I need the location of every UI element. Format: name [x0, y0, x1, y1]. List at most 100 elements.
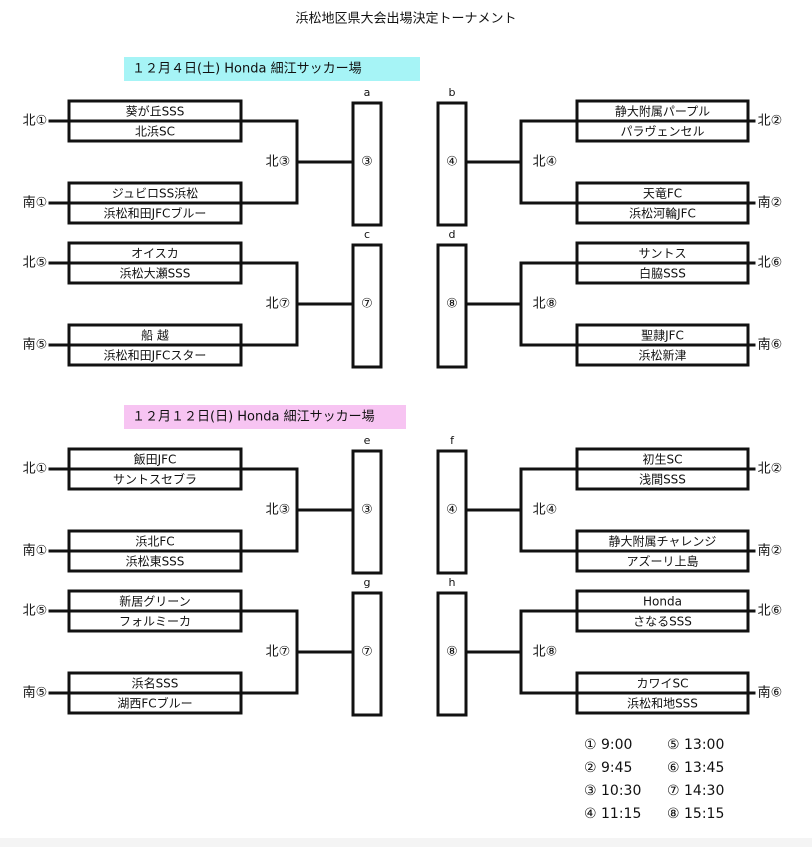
- semifinal-label: 北④: [533, 155, 558, 170]
- team-name: 浜名SSS: [132, 676, 179, 691]
- date-band: [124, 405, 406, 429]
- team-name: 新居グリーン: [119, 594, 190, 609]
- team-box: [575, 691, 750, 715]
- seed-label: 南①: [23, 543, 48, 559]
- match-box: [436, 449, 468, 575]
- seed-label: 南②: [758, 195, 783, 211]
- schedule-time: ③ 10:30: [584, 783, 641, 799]
- match-number: ⑧: [446, 645, 458, 660]
- team-name: 北浜SC: [135, 125, 175, 139]
- team-name: 初生SC: [643, 453, 683, 467]
- seed-label: 北②: [758, 114, 783, 129]
- match-letter: h: [449, 576, 456, 589]
- team-box: [67, 343, 243, 367]
- date-label: １２月１２日(日) Honda 細江サッカー場: [132, 410, 375, 425]
- semifinal-label: 北③: [266, 155, 291, 170]
- team-name: アズーリ上島: [626, 554, 698, 569]
- team-name: 浜松東SSS: [126, 555, 185, 569]
- match-number: ⑦: [361, 645, 373, 660]
- team-name: 浜松和地SSS: [627, 697, 698, 711]
- match-box: [436, 591, 468, 717]
- schedule-time: ① 9:00: [584, 737, 632, 753]
- team-box: [67, 549, 243, 573]
- team-name: Honda: [643, 595, 682, 609]
- semifinal-label: 北⑧: [533, 645, 558, 660]
- team-name: 浜北FC: [135, 535, 174, 549]
- team-box: [575, 467, 750, 491]
- team-box: [575, 261, 750, 285]
- seed-label: 北①: [23, 114, 48, 129]
- team-name: 飯田JFC: [134, 452, 177, 467]
- team-name: 浜松河輪JFC: [629, 206, 696, 221]
- seed-label: 南①: [23, 195, 48, 211]
- team-name: さなるSSS: [633, 615, 692, 629]
- match-letter: g: [364, 576, 371, 589]
- schedule-time: ⑧ 15:15: [667, 806, 724, 822]
- team-name: 浜松新津: [638, 348, 686, 363]
- match-number: ③: [361, 503, 373, 518]
- team-name: カワイSC: [637, 677, 689, 691]
- team-name: 天竜FC: [643, 187, 682, 201]
- team-box: [575, 119, 750, 143]
- seed-label: 南⑥: [758, 685, 783, 701]
- team-box: [67, 609, 243, 633]
- match-number: ⑦: [361, 297, 373, 312]
- team-name: サントス: [638, 247, 686, 261]
- team-name: パラヴェンセル: [620, 124, 704, 139]
- team-box: [575, 549, 750, 573]
- seed-label: 南⑤: [23, 685, 48, 701]
- semifinal-label: 北⑦: [266, 297, 291, 312]
- seed-label: 南⑥: [758, 337, 783, 353]
- team-name: ジュビロSS浜松: [112, 187, 198, 201]
- team-name: 浜松和田JFCブルー: [104, 206, 207, 221]
- semifinal-label: 北⑧: [533, 297, 558, 312]
- date-label: １２月４日(土) Honda 細江サッカー場: [132, 62, 362, 77]
- team-box: [575, 609, 750, 633]
- team-name: 白脇SSS: [639, 266, 686, 281]
- team-name: 静大附属チャレンジ: [609, 535, 717, 549]
- team-name: 静大附属パープル: [615, 105, 710, 119]
- seed-label: 北⑥: [758, 256, 783, 271]
- schedule-time: ④ 11:15: [584, 806, 641, 822]
- bottom-strip: [0, 838, 812, 847]
- team-name: 浜松大瀬SSS: [120, 267, 191, 281]
- match-box: [351, 591, 383, 717]
- team-name: 湖西FCブルー: [117, 696, 192, 711]
- match-letter: e: [364, 434, 371, 447]
- seed-label: 南②: [758, 543, 783, 559]
- match-number: ④: [446, 503, 458, 518]
- team-name: 浜松和田JFCスター: [104, 349, 207, 363]
- match-letter: a: [364, 86, 371, 99]
- team-name: 船 越: [141, 329, 169, 343]
- team-box: [575, 201, 750, 225]
- seed-label: 北⑤: [23, 256, 48, 271]
- team-name: 葵が丘SSS: [126, 104, 185, 119]
- schedule-time: ⑥ 13:45: [667, 760, 724, 776]
- semifinal-label: 北⑦: [266, 645, 291, 660]
- team-box: [67, 201, 243, 225]
- match-box: [351, 101, 383, 227]
- match-letter: d: [449, 228, 456, 241]
- team-name: オイスカ: [131, 247, 179, 261]
- semifinal-label: 北③: [266, 503, 291, 518]
- seed-label: 北②: [758, 462, 783, 477]
- team-name: 浅間SSS: [639, 473, 686, 487]
- team-box: [575, 343, 750, 367]
- schedule-time: ② 9:45: [584, 760, 632, 776]
- match-letter: c: [364, 228, 370, 241]
- team-name: サントスセブラ: [113, 472, 197, 487]
- page-title: 浜松地区県大会出場決定トーナメント: [295, 12, 516, 27]
- schedule-time: ⑦ 14:30: [667, 783, 724, 799]
- match-number: ⑧: [446, 297, 458, 312]
- match-box: [436, 101, 468, 227]
- team-box: [67, 119, 243, 143]
- match-letter: b: [449, 86, 456, 99]
- team-box: [67, 261, 243, 285]
- seed-label: 北⑤: [23, 604, 48, 619]
- semifinal-label: 北④: [533, 503, 558, 518]
- team-box: [67, 691, 243, 715]
- team-box: [67, 467, 243, 491]
- schedule-time: ⑤ 13:00: [667, 737, 724, 753]
- seed-label: 北①: [23, 462, 48, 477]
